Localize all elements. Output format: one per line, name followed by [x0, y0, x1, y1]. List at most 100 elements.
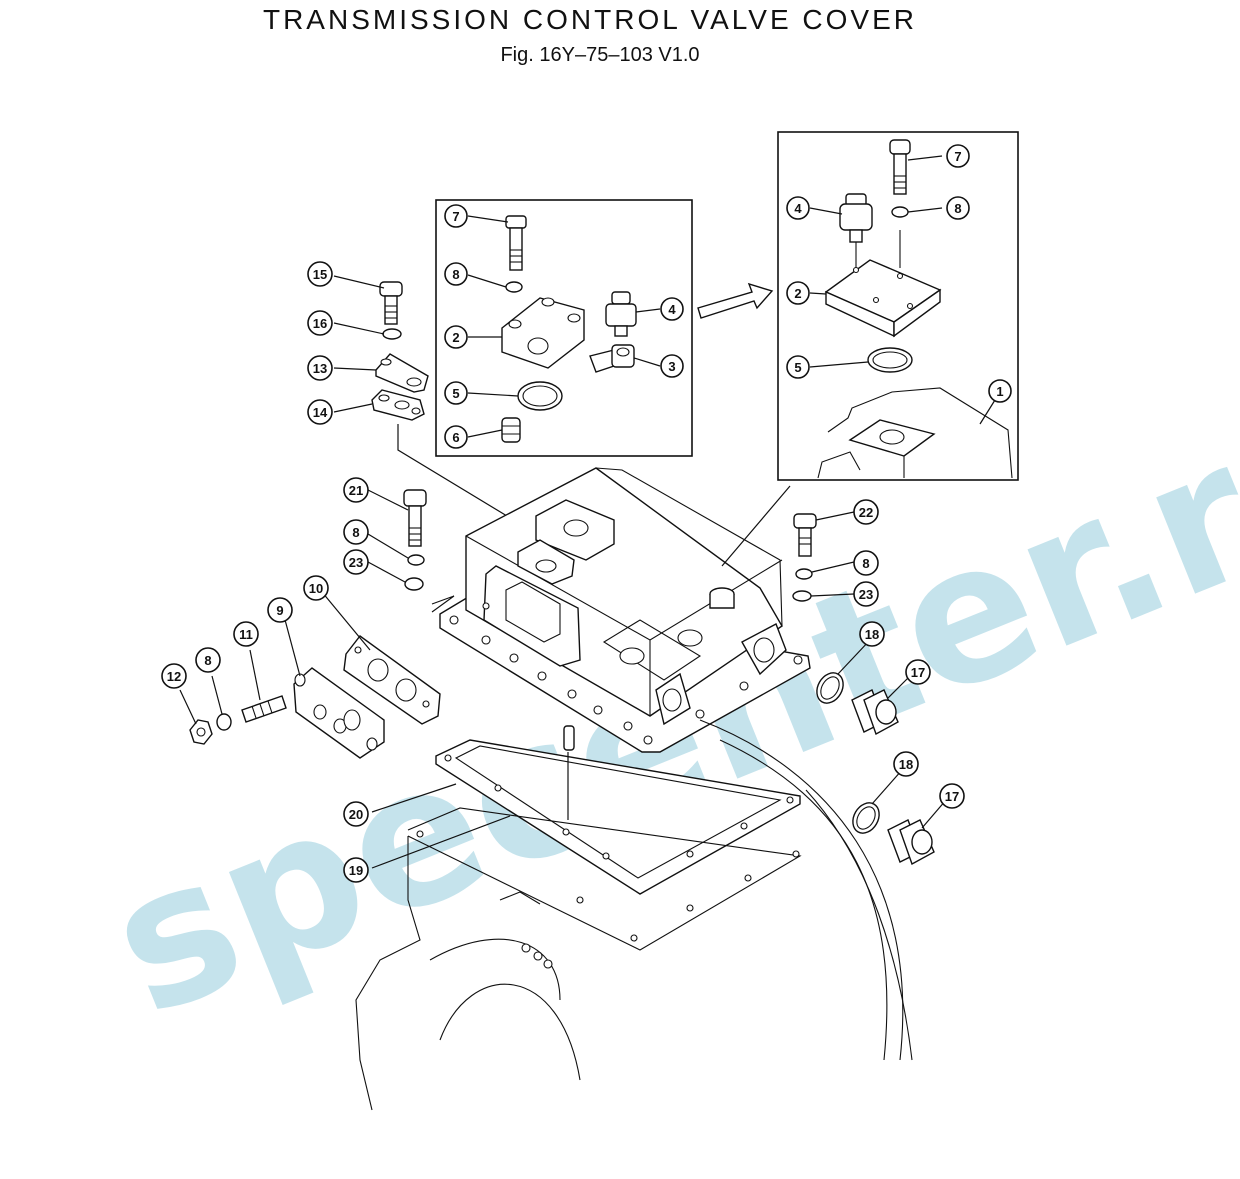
washer-part [216, 713, 232, 731]
transmission-case-outline [355, 719, 913, 1111]
callout-15: 15 [307, 261, 333, 287]
callout-22: 22 [853, 499, 879, 525]
detail-box-center [435, 199, 693, 457]
svg-text:23: 23 [859, 587, 873, 602]
washer-part [795, 568, 813, 580]
washer-part [505, 281, 523, 293]
cover-detail-part [817, 387, 1013, 479]
callout-8: 8 [444, 262, 468, 286]
bolt-part [379, 281, 403, 325]
callout-21: 21 [343, 477, 369, 503]
svg-text:6: 6 [452, 430, 459, 445]
arrow-icon [697, 282, 774, 319]
callout-23: 23 [343, 549, 369, 575]
figure-number: Fig. 16Y–75–103 V1.0 [500, 44, 700, 66]
washer-part [792, 590, 812, 602]
drain-plug-part [851, 689, 899, 736]
callout-2: 2 [786, 281, 810, 305]
svg-text:5: 5 [794, 360, 801, 375]
bolt-part [889, 139, 911, 195]
svg-text:11: 11 [239, 627, 253, 642]
elbow-fitting-part [589, 344, 635, 373]
callout-9: 9 [267, 597, 293, 623]
page-title: TRANSMISSION CONTROL VALVE COVER [262, 4, 918, 35]
callout-16: 16 [307, 310, 333, 336]
pressure-switch-part [839, 193, 873, 243]
svg-text:21: 21 [349, 483, 363, 498]
callout-8: 8 [946, 196, 970, 220]
stud-part [241, 695, 287, 723]
callout-17: 17 [939, 783, 965, 809]
callout-5: 5 [444, 381, 468, 405]
callout-7: 7 [946, 144, 970, 168]
callout-17: 17 [905, 659, 931, 685]
callout-18: 18 [859, 621, 885, 647]
callout-8: 8 [343, 519, 369, 545]
svg-text:4: 4 [794, 201, 802, 216]
callout-10: 10 [303, 575, 329, 601]
svg-text:12: 12 [167, 669, 181, 684]
callout-8: 8 [195, 647, 221, 673]
cover-plate-part [293, 667, 385, 759]
callout-11: 11 [233, 621, 259, 647]
flange-part [375, 353, 429, 393]
callout-20: 20 [343, 801, 369, 827]
svg-text:2: 2 [794, 286, 801, 301]
bolt-part [403, 489, 427, 547]
svg-text:8: 8 [204, 653, 211, 668]
nut-part [189, 719, 213, 745]
svg-text:7: 7 [452, 209, 459, 224]
svg-text:16: 16 [313, 316, 327, 331]
svg-text:17: 17 [945, 789, 959, 804]
svg-text:23: 23 [349, 555, 363, 570]
callout-4: 4 [660, 297, 684, 321]
valve-block-part [824, 259, 942, 338]
svg-text:8: 8 [954, 201, 961, 216]
svg-text:13: 13 [313, 361, 327, 376]
valve-block-part [501, 297, 585, 369]
valve-cover-housing [439, 467, 811, 753]
svg-text:8: 8 [352, 525, 359, 540]
gasket-part [371, 389, 425, 421]
svg-text:2: 2 [452, 330, 459, 345]
svg-text:1: 1 [996, 384, 1003, 399]
callout-13: 13 [307, 355, 333, 381]
plug-part [501, 417, 521, 443]
callout-23: 23 [853, 581, 879, 607]
callout-12: 12 [161, 663, 187, 689]
cover-gasket-part [435, 725, 801, 895]
drain-plug-part [887, 819, 935, 866]
callout-8: 8 [853, 550, 879, 576]
svg-text:18: 18 [865, 627, 879, 642]
callout-3: 3 [660, 354, 684, 378]
callout-5: 5 [786, 355, 810, 379]
svg-text:15: 15 [313, 267, 327, 282]
callout-6: 6 [444, 425, 468, 449]
svg-text:10: 10 [309, 581, 323, 596]
washer-part [382, 328, 402, 340]
svg-text:19: 19 [349, 863, 363, 878]
detail-box-right [777, 131, 1019, 481]
svg-text:8: 8 [452, 267, 459, 282]
svg-text:8: 8 [862, 556, 869, 571]
svg-text:14: 14 [313, 405, 328, 420]
svg-text:22: 22 [859, 505, 873, 520]
svg-text:20: 20 [349, 807, 363, 822]
washer-part [407, 554, 425, 566]
svg-text:9: 9 [276, 603, 283, 618]
callout-1: 1 [988, 379, 1012, 403]
washer-part [404, 577, 424, 591]
callout-7: 7 [444, 204, 468, 228]
callout-19: 19 [343, 857, 369, 883]
callout-4: 4 [786, 196, 810, 220]
svg-text:3: 3 [668, 359, 675, 374]
pressure-switch-part [605, 291, 637, 337]
gasket-part [343, 635, 441, 725]
callout-14: 14 [307, 399, 333, 425]
callout-18: 18 [893, 751, 919, 777]
svg-text:17: 17 [911, 665, 925, 680]
bolt-part [793, 513, 817, 557]
callout-2: 2 [444, 325, 468, 349]
svg-text:5: 5 [452, 386, 459, 401]
